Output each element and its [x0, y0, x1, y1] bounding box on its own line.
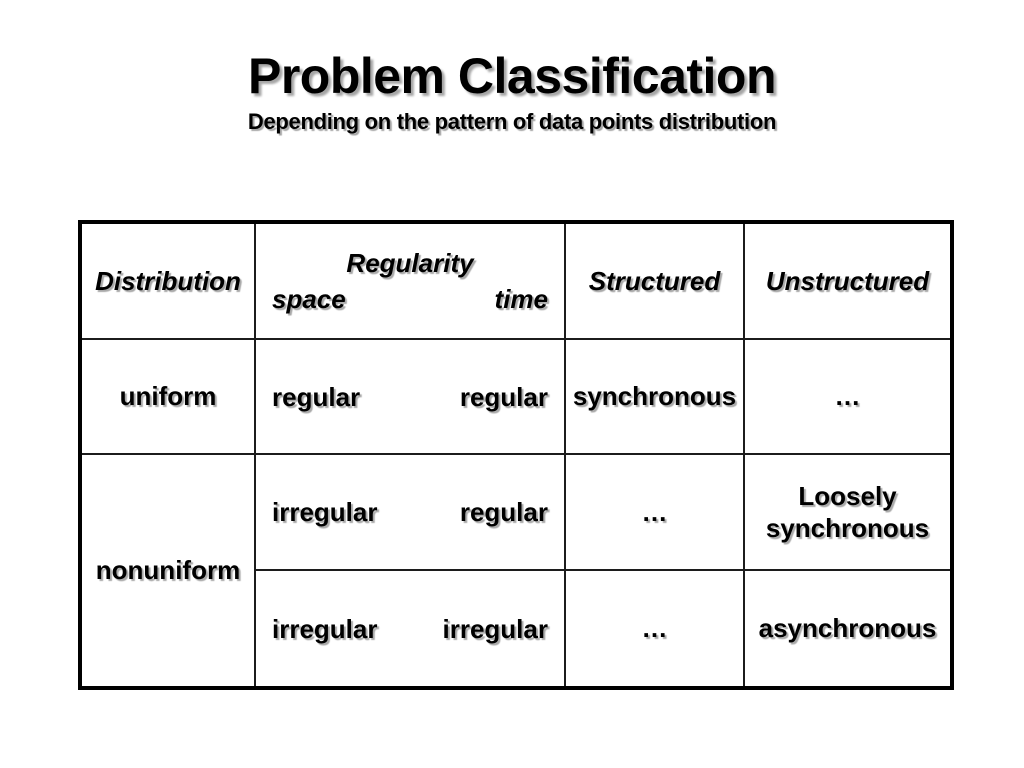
cell-regularity: irregular irregular — [254, 569, 566, 689]
time-value: regular — [459, 381, 548, 412]
header-space-time: space time — [257, 281, 563, 317]
cell-distribution: uniform — [79, 338, 256, 455]
cell-structured: … — [564, 453, 745, 571]
header-space: space — [272, 284, 346, 314]
cell-structured: … — [564, 569, 745, 689]
cell-unstructured: Loosely synchronous — [743, 453, 953, 571]
space-value: regular — [272, 381, 361, 412]
time-value: irregular — [442, 613, 549, 644]
page-subtitle: Depending on the pattern of data points … — [247, 109, 777, 134]
classification-table: Distribution Regularity space time Struc… — [78, 220, 954, 690]
header-regularity: Regularity — [346, 248, 474, 278]
header-distribution: Distribution — [79, 221, 256, 340]
header-structured: Structured — [564, 221, 745, 340]
cell-unstructured: asynchronous — [743, 569, 953, 689]
header-regularity-cell: Regularity space time — [254, 221, 566, 340]
table-row-nonuniform-1: nonuniform irregular regular … Loosely s… — [79, 453, 953, 689]
table-row-uniform: uniform regular regular synchronous … — [79, 338, 953, 455]
space-time-values: irregular irregular — [257, 611, 563, 647]
table-row-nonuniform-2: irregular irregular … asynchronous — [80, 569, 953, 689]
space-value: irregular — [272, 497, 378, 527]
cell-distribution-merged: nonuniform — [79, 453, 256, 689]
space-time-values: regular regular — [257, 379, 563, 415]
cell-regularity: regular regular — [254, 338, 566, 455]
header-row: Distribution Regularity space time Struc… — [79, 221, 953, 340]
space-value: irregular — [272, 613, 378, 644]
cell-unstructured: … — [743, 338, 953, 455]
space-time-values: irregular regular — [257, 494, 563, 530]
page-title: Problem Classification — [247, 48, 777, 104]
time-value: regular — [459, 497, 548, 527]
header-time: time — [494, 284, 548, 314]
cell-structured: synchronous — [564, 338, 745, 455]
header-unstructured: Unstructured — [743, 221, 953, 340]
cell-regularity: irregular regular — [254, 453, 566, 571]
